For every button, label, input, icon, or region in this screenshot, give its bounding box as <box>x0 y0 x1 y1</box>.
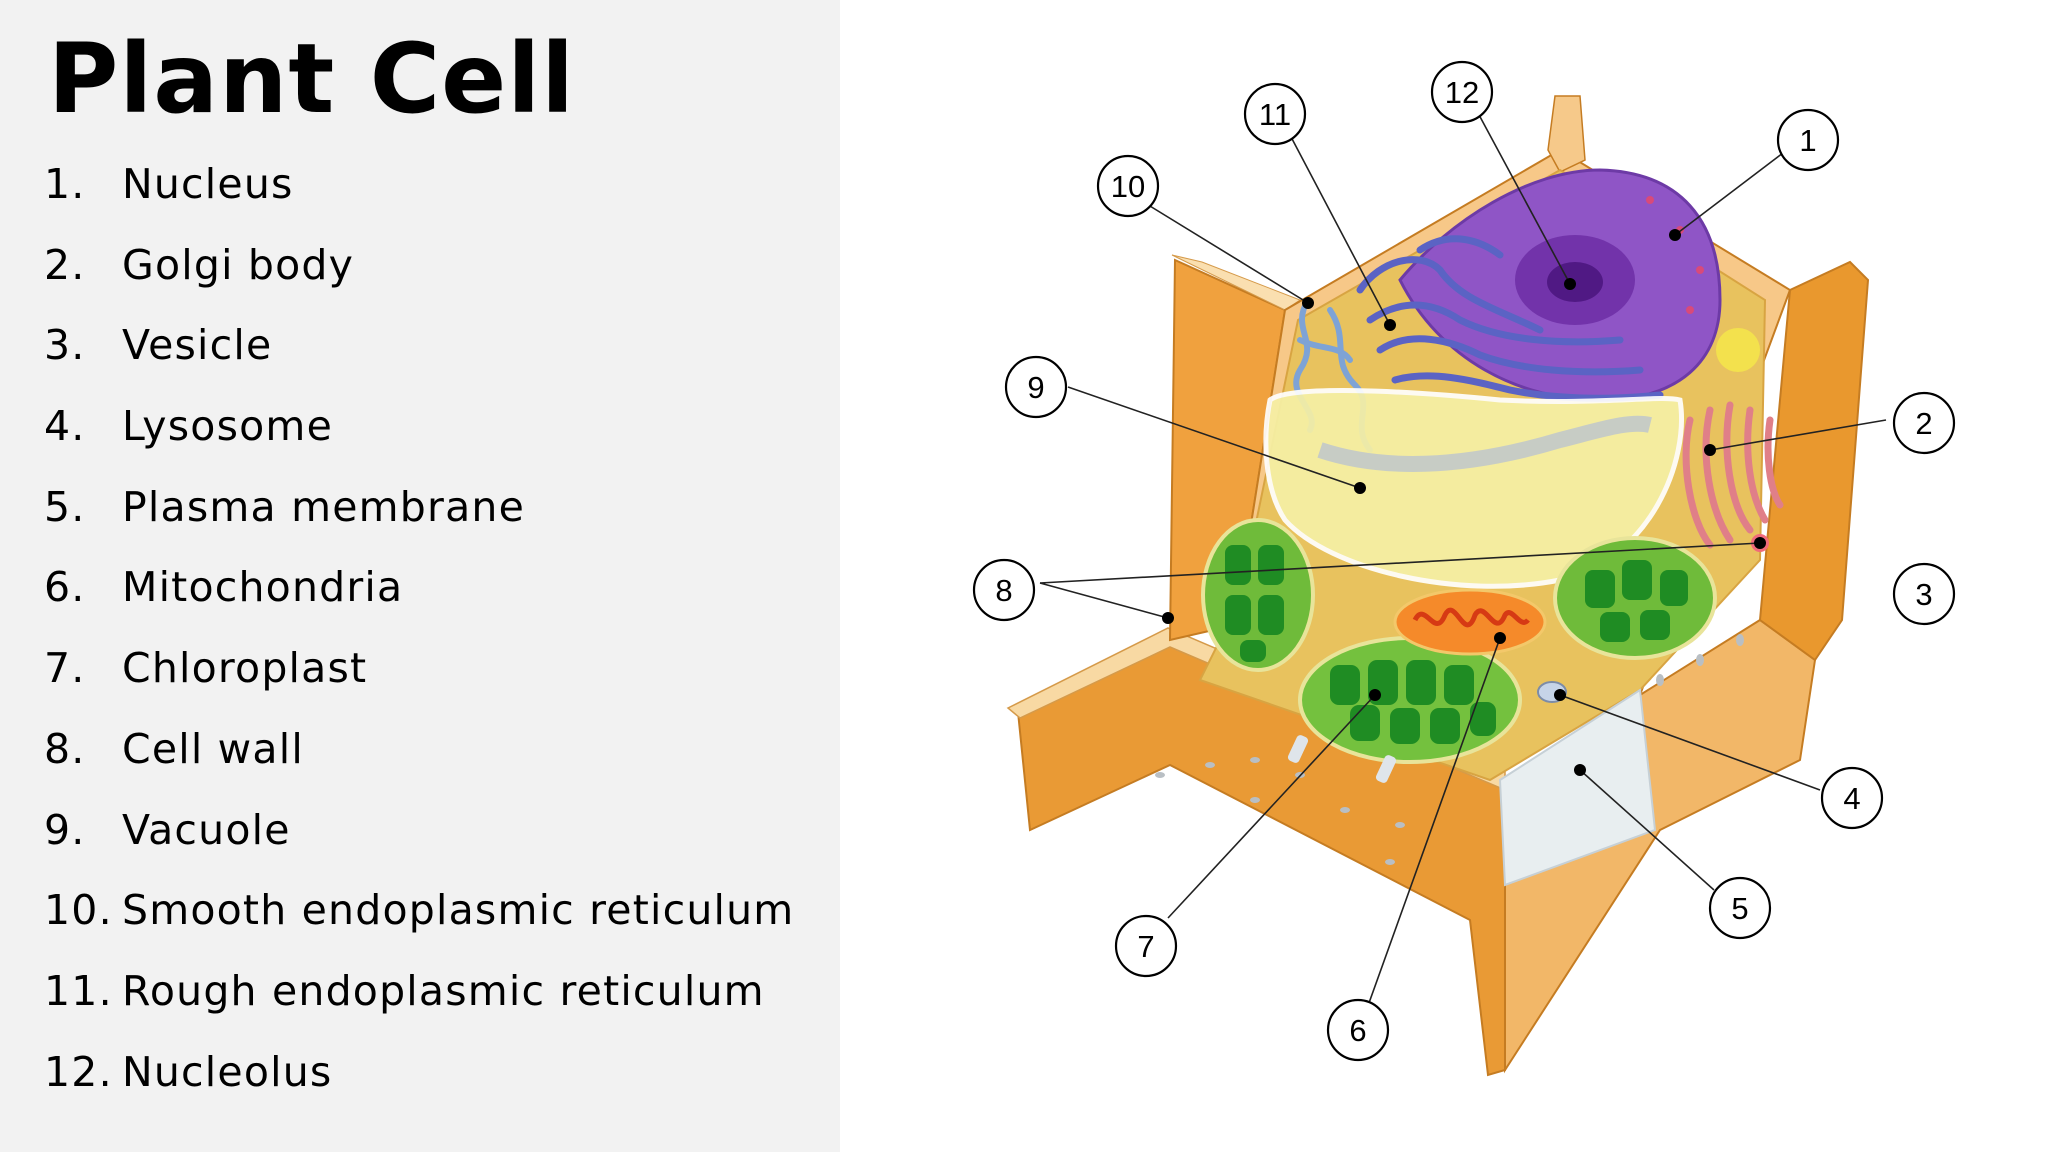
legend-label: Chloroplast <box>122 644 368 693</box>
legend-number: 3. <box>44 321 86 370</box>
callout-12: 12 <box>1430 60 1494 124</box>
legend-number: 8. <box>44 724 86 773</box>
svg-text:3: 3 <box>1915 577 1932 612</box>
mitochondrion <box>1393 588 1547 656</box>
svg-text:9: 9 <box>1027 370 1044 405</box>
callout-1: 1 <box>1776 108 1840 172</box>
svg-text:8: 8 <box>995 573 1012 608</box>
legend-item: 6. Mitochondria <box>44 563 794 644</box>
legend-item: 2. Golgi body <box>44 241 794 322</box>
legend-number: 6. <box>44 563 86 612</box>
cell-wall-left-top <box>1171 254 1302 311</box>
chloroplast-left <box>1201 518 1315 672</box>
legend-label: Nucleus <box>122 160 294 208</box>
svg-text:12: 12 <box>1445 75 1479 110</box>
legend-label: Cell wall <box>122 724 304 773</box>
svg-text:4: 4 <box>1843 781 1860 816</box>
legend-number: 4. <box>44 402 86 451</box>
svg-text:11: 11 <box>1259 97 1291 132</box>
svg-text:5: 5 <box>1731 891 1748 926</box>
legend-number: 1. <box>44 160 86 208</box>
cell-illustration <box>1006 95 1870 1077</box>
svg-text:1: 1 <box>1799 123 1816 158</box>
legend-number: 9. <box>44 805 86 854</box>
callout-7: 7 <box>1114 914 1178 978</box>
legend-label: Smooth endoplasmic reticulum <box>122 886 795 935</box>
callout-10: 10 <box>1096 154 1160 218</box>
svg-text:2: 2 <box>1915 406 1932 441</box>
cell-wall-top-ridge <box>1547 95 1586 173</box>
legend-label: Rough endoplasmic reticulum <box>122 966 765 1015</box>
callout-4: 4 <box>1820 766 1884 830</box>
legend-item: 1. Nucleus <box>44 160 794 241</box>
legend-label: Vacuole <box>122 805 291 854</box>
legend-number: 2. <box>44 240 86 289</box>
cell-wall-right <box>1758 260 1870 662</box>
legend-item: 12.Nucleolus <box>44 1048 794 1129</box>
wall-pits <box>1155 634 1744 865</box>
nucleus <box>1398 168 1722 402</box>
legend-label: Mitochondria <box>122 563 404 612</box>
chloroplast-right <box>1553 536 1717 660</box>
leader-lines <box>1039 112 1887 1029</box>
legend-number: 10. <box>44 886 113 935</box>
callout-8: 8 <box>972 558 1036 622</box>
legend-number: 12. <box>44 1047 113 1096</box>
legend-item: 8. Cell wall <box>44 725 794 806</box>
legend-item: 5. Plasma membrane <box>44 483 794 564</box>
golgi-body <box>1682 401 1784 549</box>
legend-label: Plasma membrane <box>122 482 526 531</box>
legend-number: 5. <box>44 482 86 531</box>
callout-9: 9 <box>1004 355 1068 419</box>
plasma-membrane-panel <box>1498 688 1657 887</box>
legend-label: Lysosome <box>122 402 333 451</box>
svg-text:10: 10 <box>1111 169 1145 204</box>
legend-item: 9. Vacuole <box>44 806 794 887</box>
svg-text:7: 7 <box>1137 929 1154 964</box>
legend-item: 3. Vesicle <box>44 321 794 402</box>
legend-item: 10.Smooth endoplasmic reticulum <box>44 886 794 967</box>
svg-text:6: 6 <box>1349 1013 1366 1048</box>
page-title: Plant Cell <box>48 23 576 135</box>
legend-number: 7. <box>44 644 86 693</box>
legend-list: 1. Nucleus 2. Golgi body 3. Vesicle 4. Lysos… <box>44 160 794 1128</box>
callout-3: 3 <box>1892 562 1956 626</box>
callout-11: 11 <box>1243 82 1307 146</box>
legend-label: Nucleolus <box>122 1047 333 1096</box>
legend-label: Golgi body <box>122 240 355 289</box>
leader-dots <box>1162 229 1766 776</box>
legend-item: 4. Lysosome <box>44 402 794 483</box>
legend-item: 11.Rough endoplasmic reticulum <box>44 967 794 1048</box>
legend-label: Vesicle <box>122 321 273 370</box>
legend-item: 7. Chloroplast <box>44 644 794 725</box>
callout-6: 6 <box>1326 998 1390 1062</box>
plant-cell-diagram: 1 2 3 4 5 6 7 8 9 10 11 12 <box>972 60 1956 1077</box>
legend-panel: Plant Cell 1. Nucleus 2. Golgi body 3. Vesi… <box>0 0 840 1152</box>
callout-circles: 1 2 3 4 5 6 7 8 9 10 11 12 <box>972 60 1956 1062</box>
legend-number: 11. <box>44 966 113 1015</box>
callout-5: 5 <box>1708 876 1772 940</box>
callout-2: 2 <box>1892 391 1956 455</box>
chloroplast-front <box>1298 636 1522 764</box>
